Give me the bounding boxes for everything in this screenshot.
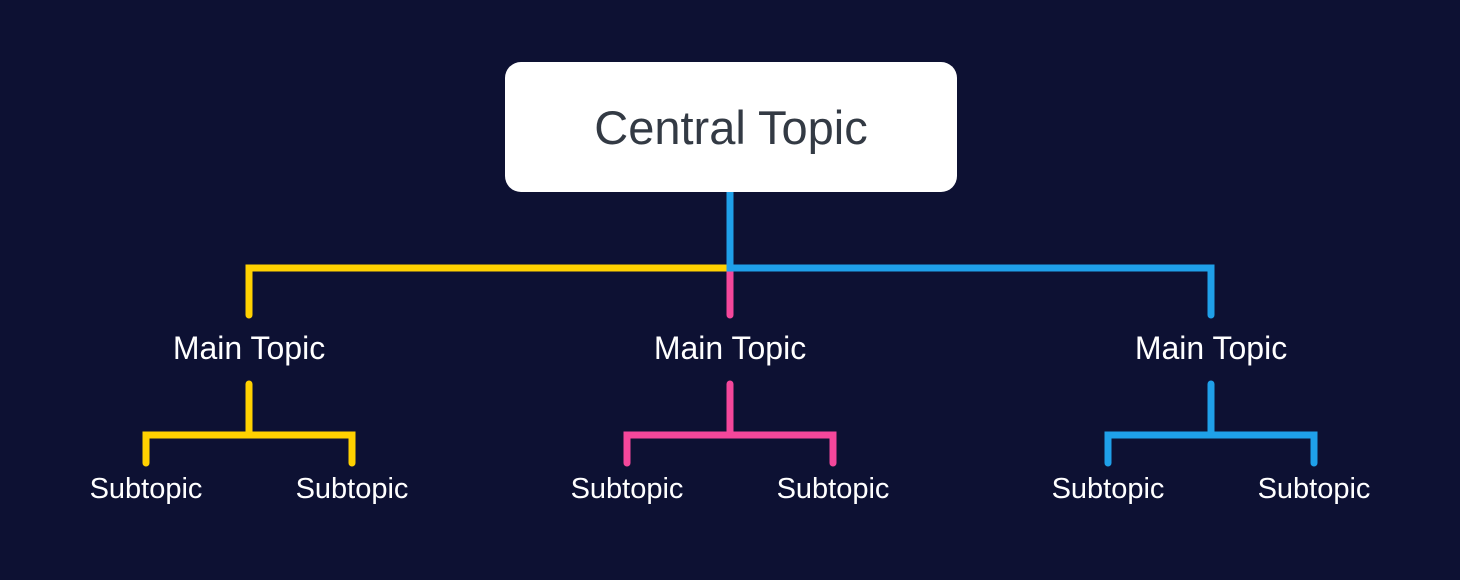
branch-right-upper-connector — [726, 186, 1215, 319]
main-topic-node-left[interactable]: Main Topic — [172, 330, 326, 366]
branch-right-lower-connector — [1104, 380, 1318, 467]
branch-center-lower-connector — [623, 380, 837, 467]
subtopic-node-center-1[interactable]: Subtopic — [570, 473, 684, 505]
subtopic-node-center-2[interactable]: Subtopic — [776, 473, 890, 505]
subtopic-node-left-1[interactable]: Subtopic — [89, 473, 203, 505]
subtopic-node-right-2[interactable]: Subtopic — [1257, 473, 1371, 505]
subtopic-node-right-1[interactable]: Subtopic — [1051, 473, 1165, 505]
central-topic-node[interactable]: Central Topic — [505, 62, 957, 192]
branch-left-upper-connector — [245, 264, 734, 319]
central-topic-label: Central Topic — [594, 100, 868, 154]
main-topic-node-right[interactable]: Main Topic — [1134, 330, 1288, 366]
main-topic-node-center[interactable]: Main Topic — [653, 330, 807, 366]
subtopic-node-left-2[interactable]: Subtopic — [295, 473, 409, 505]
branch-left-lower-connector — [142, 380, 356, 467]
